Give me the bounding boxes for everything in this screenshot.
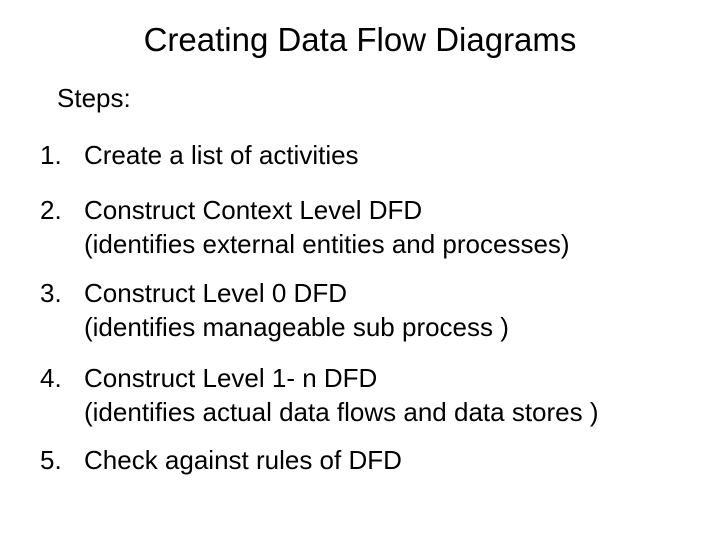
step-number: 4. <box>40 363 62 393</box>
step-item-3: 3. Construct Level 0 DFD (identifies man… <box>40 276 700 344</box>
step-line: Construct Level 1- n DFD <box>84 363 378 393</box>
step-text: Construct Level 0 DFD (identifies manage… <box>84 276 700 344</box>
step-line: Construct Level 0 DFD <box>84 278 347 308</box>
step-text: Construct Level 1- n DFD (identifies act… <box>84 361 700 429</box>
step-text: Construct Context Level DFD (identifies … <box>84 193 700 261</box>
step-number: 2. <box>40 195 62 225</box>
step-line-parenthetical: (identifies external entities and proces… <box>84 229 570 259</box>
step-item-1: 1. Create a list of activities <box>40 138 700 172</box>
step-line-parenthetical: (identifies actual data flows and data s… <box>84 397 599 427</box>
step-line-parenthetical: (identifies manageable sub process ) <box>84 312 509 342</box>
slide-title: Creating Data Flow Diagrams <box>143 21 577 58</box>
step-number: 3. <box>40 278 62 308</box>
step-text: Check against rules of DFD <box>84 443 700 477</box>
step-number: 1. <box>40 140 62 170</box>
step-text: Create a list of activities <box>84 138 700 172</box>
step-line: Create a list of activities <box>84 140 359 170</box>
step-line: Construct Context Level DFD <box>84 195 423 225</box>
steps-label: Steps: <box>57 83 131 113</box>
step-item-4: 4. Construct Level 1- n DFD (identifies … <box>40 361 700 429</box>
step-number: 5. <box>40 445 62 475</box>
step-item-5: 5. Check against rules of DFD <box>40 443 700 477</box>
step-line: Check against rules of DFD <box>84 445 402 475</box>
step-item-2: 2. Construct Context Level DFD (identifi… <box>40 193 700 261</box>
